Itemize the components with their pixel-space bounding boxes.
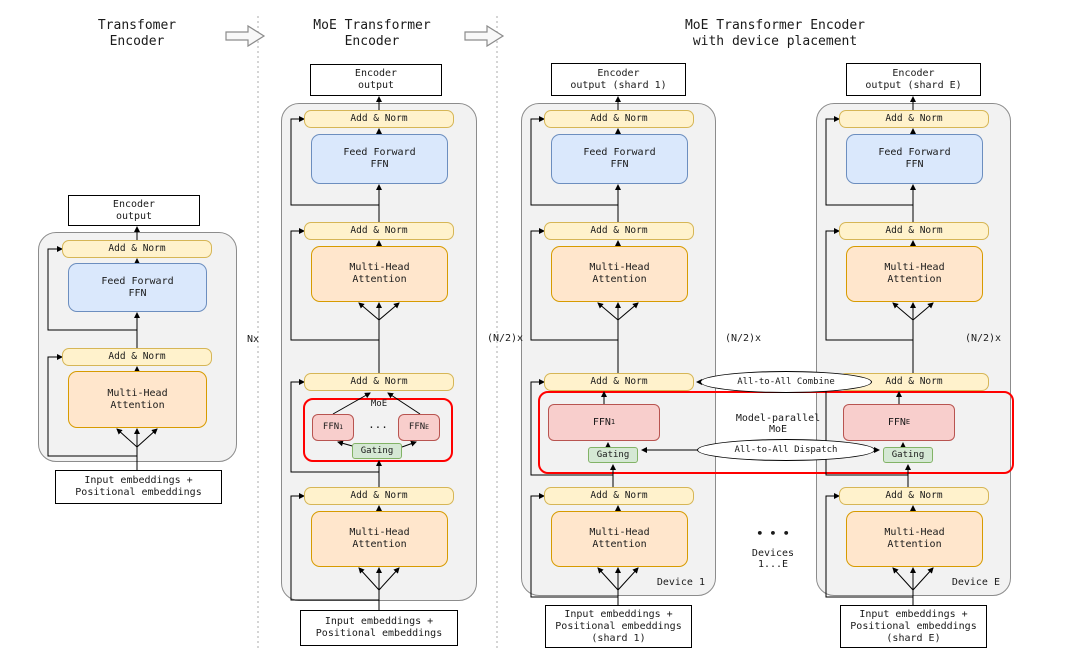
col2-multi-head-attention-upper: Multi-Head Attention <box>311 246 448 302</box>
device1-add-norm-1: Add & Norm <box>544 110 694 128</box>
device1-feed-forward-box: Feed Forward FFN <box>551 134 688 184</box>
col1-input-embeddings-box: Input embeddings + Positional embeddings <box>55 470 222 504</box>
col34-title: MoE Transformer Encoder with device plac… <box>684 18 865 50</box>
deviceE-encoder-output-box: Encoder output (shard E) <box>846 63 981 96</box>
all-to-all-combine-ellipse: All-to-All Combine <box>700 371 872 393</box>
col2-moe-label: MoE <box>370 399 388 409</box>
all-to-all-dispatch-ellipse: All-to-All Dispatch <box>697 439 875 461</box>
deviceE-add-norm-1: Add & Norm <box>839 110 989 128</box>
col2-multi-head-attention-lower: Multi-Head Attention <box>311 511 448 567</box>
deviceE-feed-forward-box: Feed Forward FFN <box>846 134 983 184</box>
deviceE-add-norm-4: Add & Norm <box>839 487 989 505</box>
col2-add-norm-1: Add & Norm <box>304 110 454 128</box>
deviceE-n-half-x-label: (N/2)x <box>964 333 1002 344</box>
device1-gating-box: Gating <box>588 447 638 463</box>
deviceE-ffn-label: FFN <box>887 416 906 428</box>
device1-n-half-x-label: (N/2)x <box>724 333 762 344</box>
device1-add-norm-2: Add & Norm <box>544 222 694 240</box>
deviceE-ffn-sub: E <box>905 418 911 427</box>
col1-multi-head-attention-box: Multi-Head Attention <box>68 371 207 428</box>
col2-add-norm-2: Add & Norm <box>304 222 454 240</box>
col1-add-norm-top: Add & Norm <box>62 240 212 258</box>
col2-add-norm-3: Add & Norm <box>304 373 454 391</box>
ffn-expert-E-label: FFN <box>408 422 426 433</box>
deviceE-multi-head-attention-lower: Multi-Head Attention <box>846 511 983 567</box>
model-parallel-moe-label: Model-parallel MoE <box>735 413 821 435</box>
device1-ffn-sub: 1 <box>610 418 616 427</box>
device1-input-embeddings-box: Input embeddings + Positional embeddings… <box>545 605 692 648</box>
col1-encoder-output-box: Encoder output <box>68 195 200 226</box>
col2-encoder-output-box: Encoder output <box>310 64 442 96</box>
col2-add-norm-4: Add & Norm <box>304 487 454 505</box>
col2-feed-forward-box: Feed Forward FFN <box>311 134 448 184</box>
col2-input-embeddings-box: Input embeddings + Positional embeddings <box>300 610 458 646</box>
ffn-expert-1-label: FFN <box>322 422 340 433</box>
deviceE-gating-box: Gating <box>883 447 933 463</box>
device1-multi-head-attention-upper: Multi-Head Attention <box>551 246 688 302</box>
deviceE-multi-head-attention-upper: Multi-Head Attention <box>846 246 983 302</box>
col1-feed-forward-box: Feed Forward FFN <box>68 263 207 312</box>
col1-title: Transfomer Encoder <box>97 18 177 50</box>
ffn-expert-1-sub: 1 <box>339 422 344 431</box>
devices-range-label: Devices 1...E <box>751 548 795 570</box>
device1-encoder-output-box: Encoder output (shard 1) <box>551 63 686 96</box>
deviceE-label: Device E <box>951 577 1000 588</box>
col2-gating-box: Gating <box>352 443 402 459</box>
col2-title: MoE Transformer Encoder <box>313 18 431 50</box>
deviceE-input-embeddings-box: Input embeddings + Positional embeddings… <box>840 605 987 648</box>
col2-n-half-x-label: (N/2)x <box>486 333 524 344</box>
device1-multi-head-attention-lower: Multi-Head Attention <box>551 511 688 567</box>
col1-nx-label: Nx <box>246 334 260 345</box>
devices-dots: • • • <box>756 527 790 540</box>
device1-label: Device 1 <box>656 577 705 588</box>
col2-experts-ellipsis: ... <box>368 418 388 431</box>
device1-ffn-label: FFN <box>592 416 611 428</box>
ffn-expert-E-sub: E <box>425 422 430 431</box>
device1-add-norm-4: Add & Norm <box>544 487 694 505</box>
device1-add-norm-3: Add & Norm <box>544 373 694 391</box>
deviceE-add-norm-2: Add & Norm <box>839 222 989 240</box>
col1-add-norm-bottom: Add & Norm <box>62 348 212 366</box>
